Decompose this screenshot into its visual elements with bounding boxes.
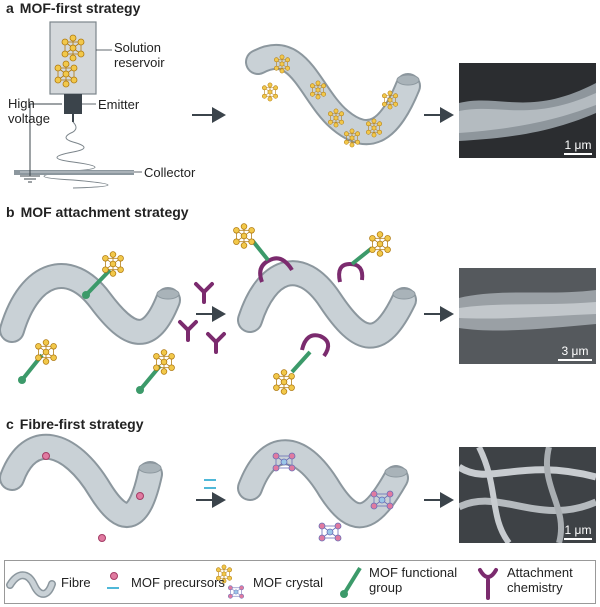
panel-c-scale-text: 1 μm	[564, 523, 592, 537]
legend-crystal-label: MOF crystal	[253, 575, 324, 590]
legend-attachment-label: Attachment chemistry	[507, 565, 573, 595]
panel-c-precursor-bars	[204, 479, 216, 489]
panel-b-letter: b	[6, 204, 15, 220]
panel-b-scale-bar: 3 μm	[558, 344, 592, 361]
legend-precursors-icon	[107, 572, 119, 589]
panel-a-sem-image: 1 μm	[459, 63, 596, 158]
panel-b-fibre-left	[0, 263, 181, 345]
panel-c-title-text: Fibre-first strategy	[19, 416, 144, 432]
reservoir-crystal-1	[61, 34, 85, 62]
label-emitter: Emitter	[98, 97, 140, 112]
panel-b-scale-text: 3 μm	[561, 344, 589, 358]
panel-a-letter: a	[6, 0, 14, 16]
panel-c-sem-texture	[459, 447, 596, 543]
panel-c-fibre-left	[0, 433, 163, 542]
panel-c-sem-image: 1 μm	[459, 447, 596, 543]
panel-a-sem-texture	[459, 83, 596, 141]
panel-c-scale-bar: 1 μm	[564, 523, 592, 540]
legend-box: Fibre MOF precursors MOF crystal MOF fun…	[4, 560, 596, 604]
panel-c-letter: c	[6, 416, 14, 432]
panel-b-fibre-right	[233, 223, 417, 395]
legend-functional-icon	[340, 566, 362, 598]
panel-b-title: b MOF attachment strategy	[6, 204, 189, 220]
label-collector: Collector	[144, 165, 196, 180]
panel-a-scale-text: 1 μm	[564, 138, 592, 152]
reservoir-crystal-2	[54, 60, 78, 88]
legend-attachment-icon	[478, 568, 498, 600]
label-high-voltage: High voltage	[8, 96, 50, 126]
panel-a-electrospinning-setup	[14, 21, 142, 189]
reservoir-text: Solution reservoir	[114, 40, 165, 70]
legend-precursors-label: MOF precursors	[131, 575, 225, 590]
panel-a-title: a MOF-first strategy	[6, 0, 140, 16]
panel-b-sem-texture	[459, 268, 596, 364]
legend-fibre-icon	[6, 571, 56, 598]
panel-a-title-text: MOF-first strategy	[19, 0, 141, 16]
emitter-shape	[64, 94, 82, 114]
panel-a-fibre	[245, 44, 421, 148]
legend-functional-label: MOF functional group	[369, 565, 458, 595]
panel-b-attachment-molecules	[178, 282, 226, 354]
panel-b-free-mofs	[18, 251, 175, 394]
panel-b-sem-image: 3 μm	[459, 268, 596, 364]
panel-c-fibre-right	[237, 439, 409, 542]
panel-c-title: c Fibre-first strategy	[6, 416, 144, 432]
label-solution-reservoir: Solution reservoir	[114, 40, 165, 70]
panel-b-title-text: MOF attachment strategy	[20, 204, 189, 220]
panel-a-scale-bar: 1 μm	[564, 138, 592, 155]
legend-fibre-label: Fibre	[61, 575, 91, 590]
